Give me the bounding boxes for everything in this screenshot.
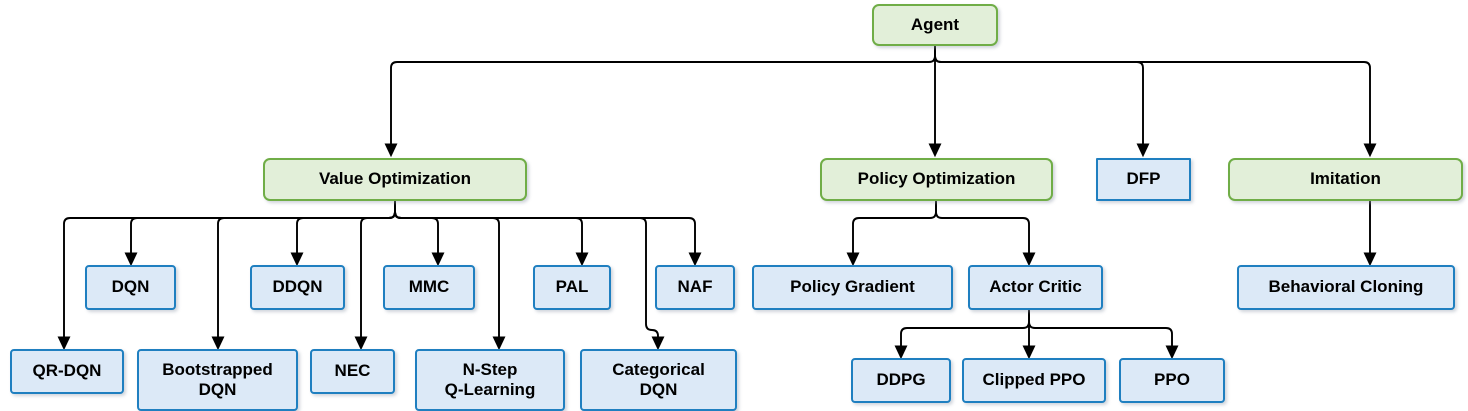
node-naf-label: NAF: [677, 277, 713, 297]
node-actor-critic-label: Actor Critic: [989, 277, 1082, 297]
node-n-step-q-learning-label: N-Step Q-Learning: [444, 359, 536, 399]
node-dqn-label: DQN: [111, 277, 150, 297]
node-ddqn[interactable]: DDQN: [250, 265, 345, 310]
edges-policy-optimization: [846, 201, 1036, 267]
node-naf[interactable]: NAF: [655, 265, 735, 310]
node-policy-gradient[interactable]: Policy Gradient: [752, 265, 953, 310]
node-ddqn-label: DDQN: [272, 277, 323, 297]
node-qr-dqn-label: QR-DQN: [32, 361, 102, 381]
node-pal[interactable]: PAL: [533, 265, 611, 310]
node-nec-label: NEC: [334, 361, 371, 381]
edges-agent: [384, 46, 1377, 158]
node-n-step-q-learning[interactable]: N-Step Q-Learning: [415, 349, 565, 411]
node-actor-critic[interactable]: Actor Critic: [968, 265, 1103, 310]
node-pal-label: PAL: [555, 277, 589, 297]
node-policy-gradient-label: Policy Gradient: [790, 277, 915, 297]
node-mmc-label: MMC: [408, 277, 450, 297]
node-dfp[interactable]: DFP: [1096, 158, 1191, 201]
node-ppo-label: PPO: [1154, 370, 1190, 390]
node-agent[interactable]: Agent: [872, 4, 998, 46]
node-categorical-dqn-label: Categorical DQN: [612, 359, 705, 399]
node-clipped-ppo-label: Clipped PPO: [982, 370, 1086, 390]
node-dqn[interactable]: DQN: [85, 265, 176, 310]
node-value-optimization[interactable]: Value Optimization: [263, 158, 527, 201]
node-policy-optimization-label: Policy Optimization: [857, 169, 1016, 189]
node-bootstrapped-dqn-label: Bootstrapped DQN: [162, 359, 273, 399]
edges-actor-critic: [894, 310, 1179, 360]
node-ppo[interactable]: PPO: [1119, 358, 1225, 403]
node-imitation[interactable]: Imitation: [1228, 158, 1463, 201]
node-ddpg[interactable]: DDPG: [851, 358, 951, 403]
node-value-optimization-label: Value Optimization: [318, 169, 472, 189]
node-behavioral-cloning[interactable]: Behavioral Cloning: [1237, 265, 1455, 310]
node-imitation-label: Imitation: [1310, 169, 1381, 189]
node-policy-optimization[interactable]: Policy Optimization: [820, 158, 1053, 201]
node-categorical-dqn[interactable]: Categorical DQN: [580, 349, 737, 411]
node-clipped-ppo[interactable]: Clipped PPO: [962, 358, 1106, 403]
node-agent-label: Agent: [910, 14, 960, 34]
node-bootstrapped-dqn[interactable]: Bootstrapped DQN: [137, 349, 298, 411]
node-dfp-label: DFP: [1126, 169, 1161, 189]
node-nec[interactable]: NEC: [310, 349, 395, 394]
node-mmc[interactable]: MMC: [383, 265, 475, 310]
node-qr-dqn[interactable]: QR-DQN: [10, 349, 124, 394]
node-behavioral-cloning-label: Behavioral Cloning: [1268, 277, 1424, 297]
node-ddpg-label: DDPG: [876, 370, 926, 390]
